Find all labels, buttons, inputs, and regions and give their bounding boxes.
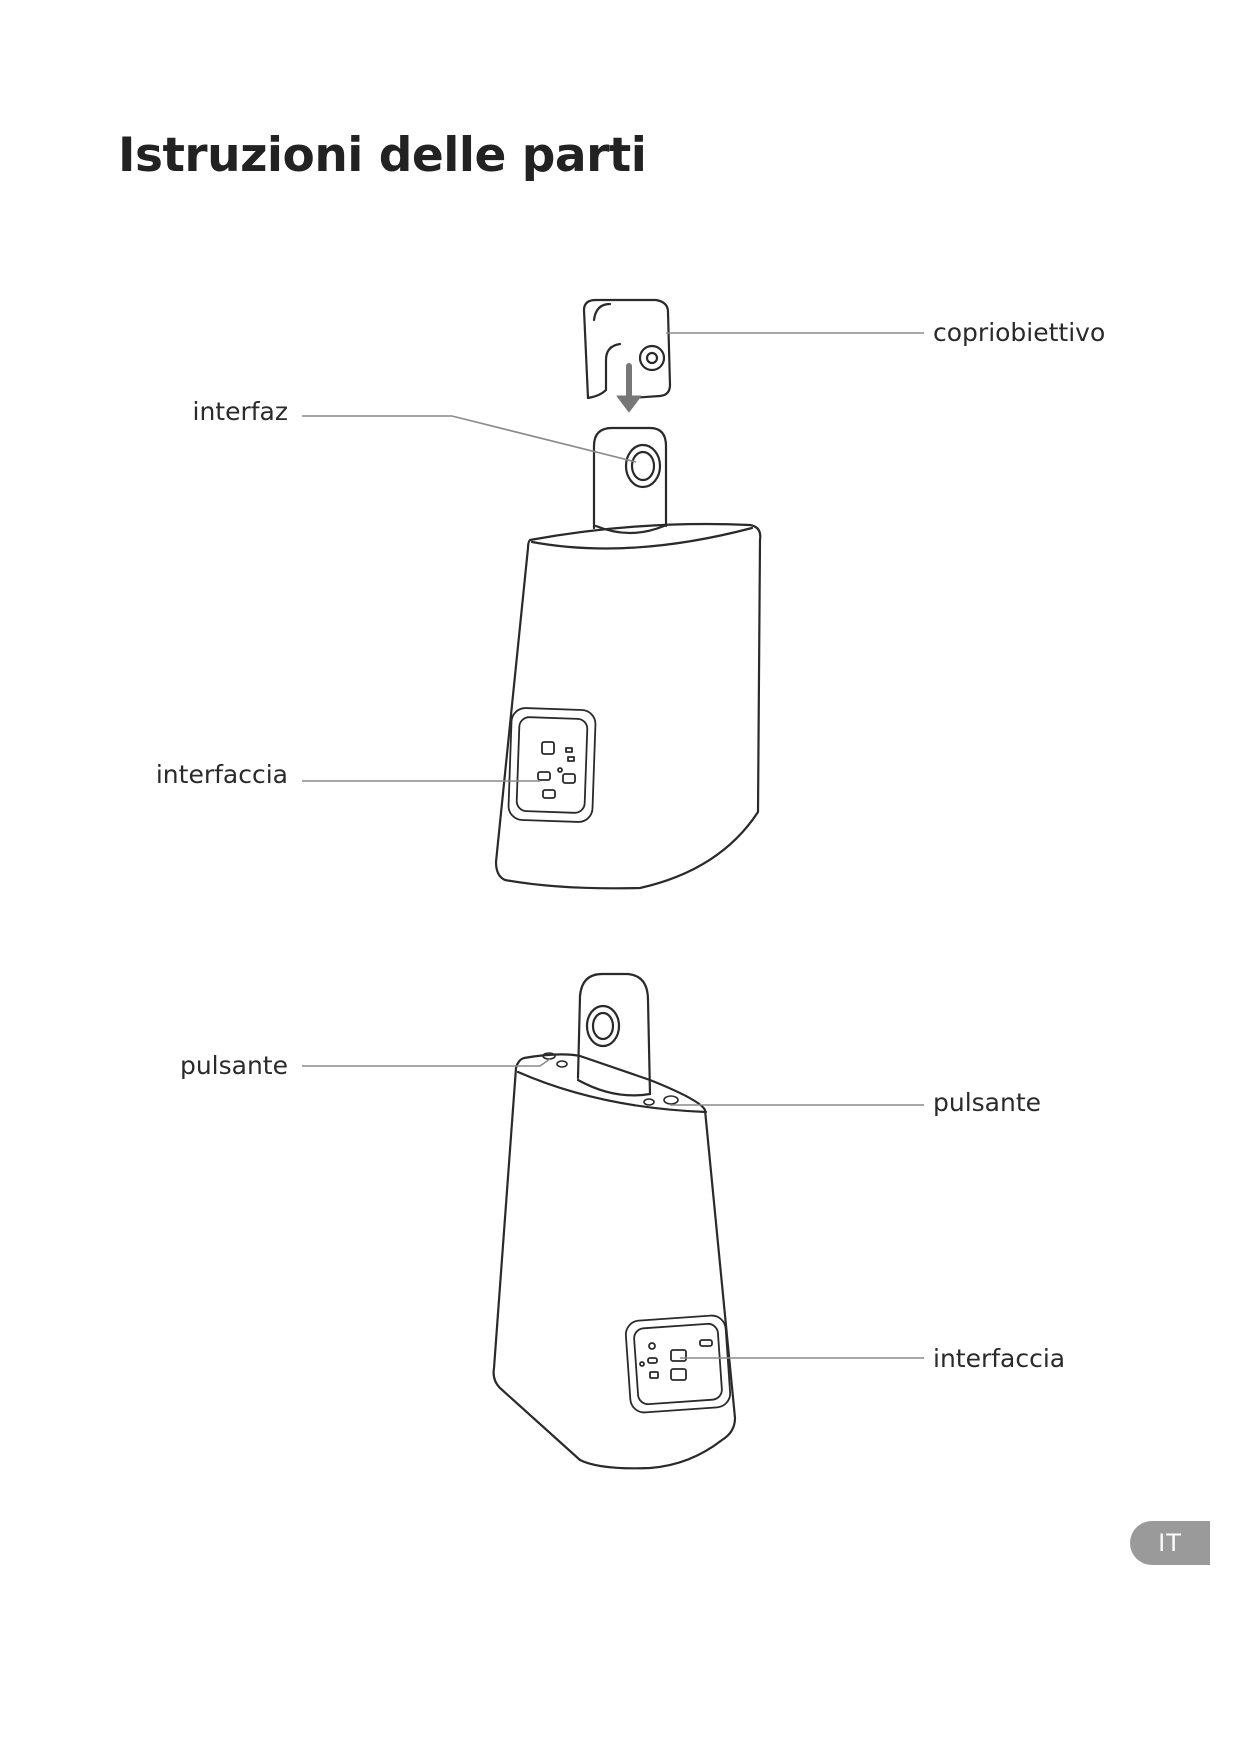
device-back-view: [492, 972, 737, 1470]
callout-top-interface: interfaz: [192, 397, 289, 426]
front-port-panel: [507, 707, 597, 823]
language-tab: IT: [1130, 1521, 1210, 1565]
leader-lines: [302, 332, 924, 1359]
back-port-panel: [624, 1314, 732, 1414]
callout-lens-cover: copriobiettivo: [933, 318, 1106, 347]
top-buttons: [542, 1052, 679, 1106]
body-shape: [494, 522, 762, 890]
callout-back-interface: interfaccia: [933, 1344, 1066, 1373]
device-front-view: [494, 298, 762, 890]
camera-head-back-shape: [576, 972, 652, 1097]
lens-cover-shape: [582, 298, 672, 400]
camera-head-shape: [592, 426, 668, 535]
body-back-shape: [492, 1053, 737, 1470]
callout-front-interface: interfaccia: [155, 760, 288, 789]
callout-left-button: pulsante: [179, 1051, 288, 1080]
arrow-down-icon: [616, 363, 642, 413]
callout-right-button: pulsante: [933, 1088, 1042, 1117]
page-title: Istruzioni delle parti: [118, 128, 647, 183]
